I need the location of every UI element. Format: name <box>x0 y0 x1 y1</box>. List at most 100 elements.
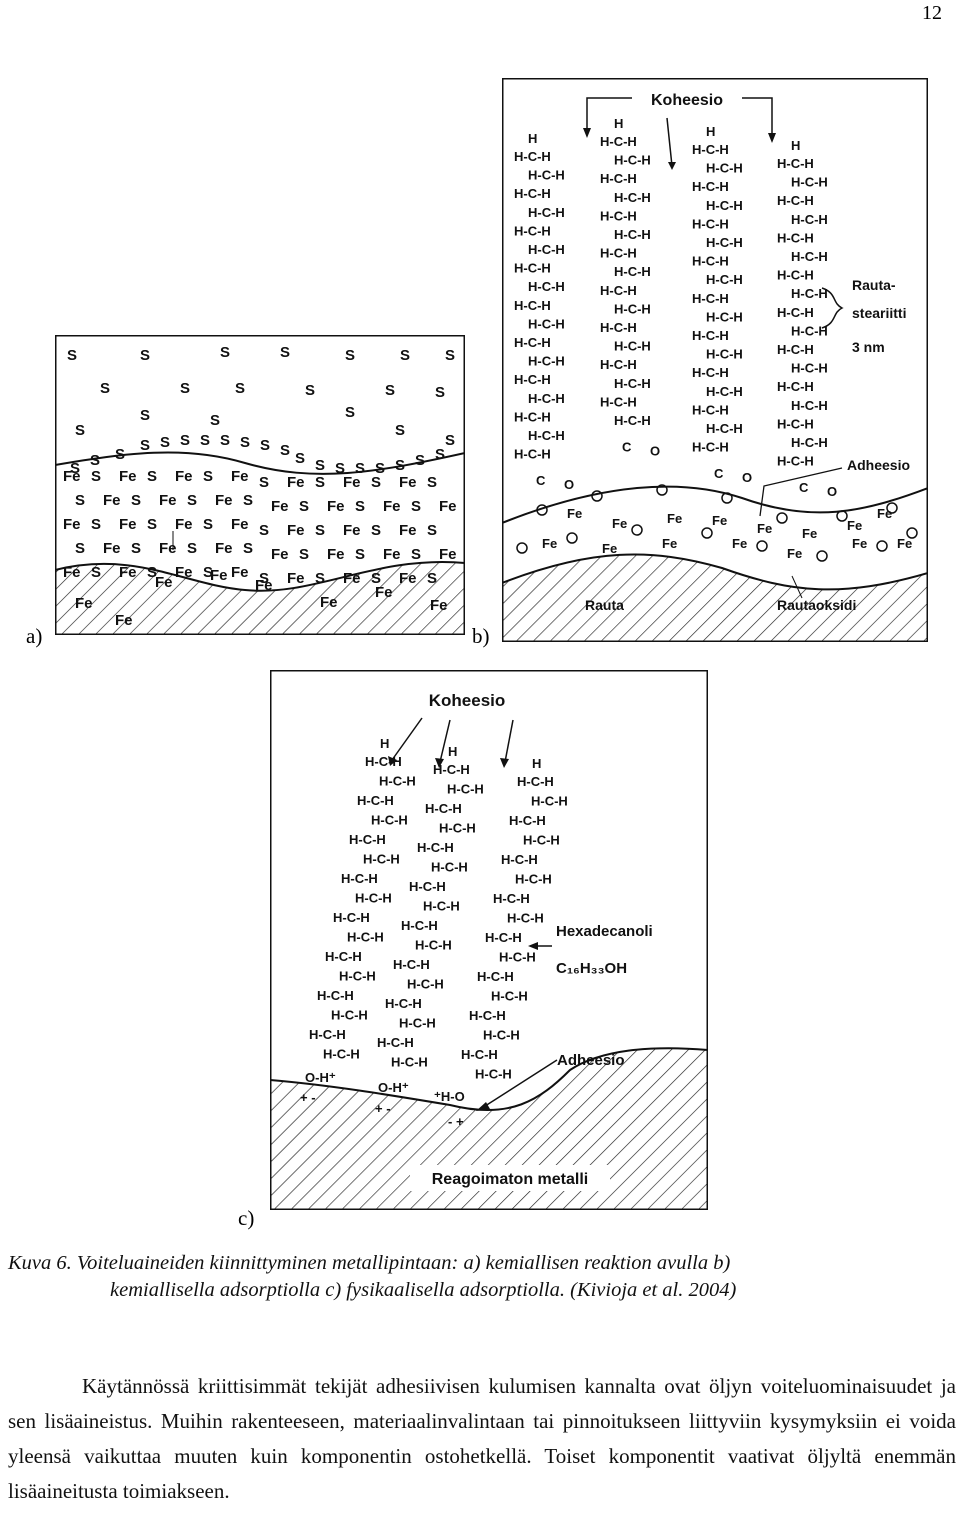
s-atom: S <box>299 498 309 515</box>
ch2-unit: H-C-H <box>393 957 430 972</box>
fe-atom: Fe <box>175 468 193 485</box>
fe-atom: Fe <box>399 474 417 491</box>
fe-atom: Fe <box>103 540 121 557</box>
s-atom: S <box>435 446 445 463</box>
ch2-unit: H-C-H <box>469 1008 506 1023</box>
ch2-unit: H-C-H <box>600 357 637 372</box>
fe-atom: Fe <box>542 536 557 551</box>
ch2-unit: H-C-H <box>692 402 729 417</box>
ch2-unit: H-C-H <box>461 1047 498 1062</box>
ch2-unit: H-C-H <box>692 365 729 380</box>
ch2-unit: H-C-H <box>347 930 384 945</box>
carbon-atom: C <box>799 480 809 495</box>
oxygen-atom <box>756 540 768 552</box>
ch2-unit: H-C-H <box>614 153 651 168</box>
fe-atom: Fe <box>215 492 233 509</box>
fe-atom: Fe <box>399 570 417 587</box>
cohesion-label-c: Koheesio <box>429 691 506 710</box>
fe-atom: Fe <box>327 546 345 563</box>
s-atom: S <box>187 492 197 509</box>
adhesion-arrow-c <box>481 1059 558 1109</box>
s-atom: S <box>235 380 245 397</box>
fe-atom: Fe <box>63 564 81 581</box>
fe-atom: Fe <box>287 570 305 587</box>
s-atom: S <box>75 540 85 557</box>
oxygen-atom <box>886 502 898 514</box>
ch2-unit: H-C-H <box>425 801 462 816</box>
metal-surface-line <box>55 561 465 592</box>
ch2-unit: H-C-H <box>514 223 551 238</box>
fe-atom: Fe <box>159 492 177 509</box>
h-atom: H <box>791 138 800 153</box>
s-atom: S <box>91 516 101 533</box>
ch2-unit: H-C-H <box>407 977 444 992</box>
metal-label: Reagoimaton metalli <box>432 1171 588 1188</box>
s-atom: S <box>240 434 250 451</box>
ch2-unit: H-C-H <box>409 879 446 894</box>
ch2-unit: H-C-H <box>517 774 554 789</box>
cohesion-label: Koheesio <box>651 92 723 109</box>
caption-line-2: kemiallisella adsorptiolla c) fysikaalis… <box>110 1279 737 1301</box>
cohesion-box <box>637 86 737 112</box>
ch2-unit: H-C-H <box>706 198 743 213</box>
stearate-label-3: 3 nm <box>852 339 885 355</box>
s-atom: S <box>140 347 150 364</box>
oxygen-atom: O <box>742 470 752 485</box>
s-atom: S <box>91 468 101 485</box>
s-atom: S <box>280 442 290 459</box>
s-atom: S <box>395 457 405 474</box>
ch2-unit: H-C-H <box>433 762 470 777</box>
ch2-unit: H-C-H <box>528 242 565 257</box>
carbon-atom: C <box>714 466 724 481</box>
fe-atom: Fe <box>383 498 401 515</box>
oxygen-atom: O <box>650 444 660 459</box>
s-atom: S <box>259 522 269 539</box>
ch2-unit: H-C-H <box>514 149 551 164</box>
s-atom: S <box>147 468 157 485</box>
ch2-unit: H-C-H <box>417 840 454 855</box>
fe-atom: Fe <box>155 574 173 591</box>
ch2-unit: H-C-H <box>325 949 362 964</box>
iron-oxide-label: Rautaoksidi <box>777 597 856 613</box>
s-atom: S <box>147 516 157 533</box>
oxygen-atom <box>591 490 603 502</box>
fe-atom: Fe <box>119 564 137 581</box>
s-atom: S <box>427 522 437 539</box>
molecule-chains-c: HH-C-HH-C-HH-C-HH-C-HH-C-HH-C-HH-C-HH-C-… <box>300 736 568 1129</box>
s-atom: S <box>115 446 125 463</box>
s-atom: S <box>400 347 410 364</box>
s-atom: S <box>131 540 141 557</box>
fe-atom: Fe <box>567 506 582 521</box>
cohesion-arrow-c2 <box>439 719 451 763</box>
s-atom: S <box>411 498 421 515</box>
ch2-unit: H-C-H <box>692 328 729 343</box>
oxygen-atom <box>876 540 888 552</box>
ch2-unit: H-C-H <box>531 794 568 809</box>
body-text: Käytännössä kriittisimmät tekijät adhesi… <box>8 1369 956 1509</box>
ch2-unit: H-C-H <box>447 782 484 797</box>
ch2-unit: H-C-H <box>528 391 565 406</box>
s-atom: S <box>203 516 213 533</box>
fe-atom: Fe <box>897 536 912 551</box>
iron-label: Rauta <box>585 597 624 613</box>
ch2-unit: H-C-H <box>333 910 370 925</box>
oxygen-atom <box>566 532 578 544</box>
s-atom: S <box>147 564 157 581</box>
ch2-unit: H-C-H <box>401 918 438 933</box>
oxygen-atom: O <box>827 484 837 499</box>
s-atom: S <box>371 570 381 587</box>
stearate-label-2: steariitti <box>852 305 906 321</box>
ch2-unit: H-C-H <box>477 969 514 984</box>
fe-atom: Fe <box>662 536 677 551</box>
ch2-unit: H-C-H <box>777 342 814 357</box>
ch2-unit: H-C-H <box>491 989 528 1004</box>
fe-atom: Fe <box>667 511 682 526</box>
fe-atom: Fe <box>602 541 617 556</box>
ch2-unit: H-C-H <box>791 361 828 376</box>
ch2-unit: H-C-H <box>692 216 729 231</box>
s-atom: S <box>305 382 315 399</box>
fe-atom: Fe <box>75 595 93 612</box>
molecule-formula: C₁₆H₃₃OH <box>556 960 627 977</box>
ch2-unit: H-C-H <box>614 413 651 428</box>
s-atom: S <box>260 437 270 454</box>
